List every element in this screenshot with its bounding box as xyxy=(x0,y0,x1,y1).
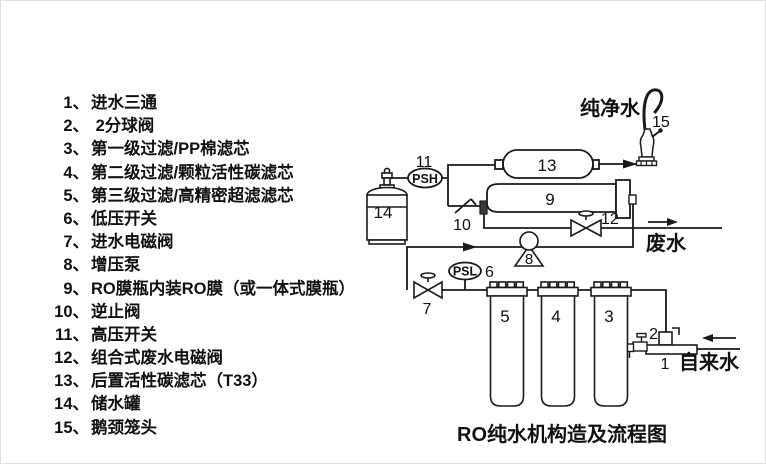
ro-membrane-housing xyxy=(479,179,637,219)
legend-item: 13、后置活性碳滤芯（T33） xyxy=(39,370,355,393)
legend-item-number: 1、 xyxy=(63,94,89,112)
legend-item: 10、逆止阀 xyxy=(39,301,355,324)
legend-item-text: RO膜瓶内装RO膜（或一体式膜瓶） xyxy=(91,279,355,298)
gooseneck-faucet-icon xyxy=(635,88,664,167)
tank-number: 14 xyxy=(374,203,393,222)
legend-item-text: 逆止阀 xyxy=(91,302,141,321)
inlet-valve-number: 7 xyxy=(423,301,432,318)
legend-item-text: 高压开关 xyxy=(91,325,157,344)
legend-item: 1、进水三通 xyxy=(39,92,355,115)
filter-stage-3-housing xyxy=(486,281,528,407)
booster-pump-icon xyxy=(513,231,545,267)
legend-item-text: 储水罐 xyxy=(91,395,141,414)
legend-item-text: 进水电磁阀 xyxy=(91,233,174,252)
legend-list: 1、进水三通 2、 2分球阀 3、第一级过滤/PP棉滤芯 4、第二级过滤/颗粒活… xyxy=(39,92,355,440)
low-pressure-switch: PSL xyxy=(448,261,482,281)
pure-water-label: 纯净水 xyxy=(580,96,641,120)
legend-item: 9、RO膜瓶内装RO膜（或一体式膜瓶） xyxy=(39,278,355,301)
high-pressure-switch: PSH xyxy=(407,167,443,189)
legend-item-text: 第二级过滤/颗粒活性碳滤芯 xyxy=(91,163,294,182)
tap-flow-arrow-icon xyxy=(702,334,736,342)
flow-arrows xyxy=(463,159,736,342)
legend-item-number: 7、 xyxy=(63,233,89,252)
legend-item: 4、第二级过滤/颗粒活性碳滤芯 xyxy=(39,162,355,185)
legend-item-text: 2分球阀 xyxy=(91,117,155,136)
legend-item-text: 进水三通 xyxy=(91,94,157,112)
legend-item-number: 6、 xyxy=(63,209,89,228)
ro-membrane-number: 9 xyxy=(545,190,554,209)
legend-item: 8、增压泵 xyxy=(39,254,355,277)
legend-item: 12、组合式废水电磁阀 xyxy=(39,347,355,370)
legend-item-number: 9、 xyxy=(63,279,89,298)
filter-stage-1-housing xyxy=(590,281,632,407)
legend-item: 6、低压开关 xyxy=(39,208,355,231)
legend-item-text: 组合式废水电磁阀 xyxy=(91,349,223,368)
legend-item-number: 3、 xyxy=(63,140,89,159)
filter-4-number: 4 xyxy=(551,307,560,326)
ball-valve-number: 2 xyxy=(649,326,658,343)
legend-item-number: 12、 xyxy=(54,349,89,368)
faucet-number: 15 xyxy=(652,114,670,131)
legend-item: 5、第三级过滤/高精密超滤滤芯 xyxy=(39,185,355,208)
psh-label: PSH xyxy=(412,172,438,186)
legend-item-number: 15、 xyxy=(54,418,89,437)
legend-item: 7、进水电磁阀 xyxy=(39,231,355,254)
filter-3-number: 3 xyxy=(604,307,613,326)
storage-tank xyxy=(366,167,408,245)
post-carbon-filter xyxy=(494,149,600,179)
pump-number: 8 xyxy=(525,251,533,268)
waste-valve-icon xyxy=(570,210,602,238)
check-valve-icon xyxy=(454,198,477,214)
check-valve-number: 10 xyxy=(453,217,471,234)
flow-arrow-right-icon xyxy=(463,242,477,252)
legend-item-number: 11、 xyxy=(55,325,89,344)
tap-icon xyxy=(626,332,648,358)
legend-item-text: 第三级过滤/高精密超滤滤芯 xyxy=(91,186,294,205)
ball-valve-icon xyxy=(658,327,680,346)
legend-item-number: 2、 xyxy=(63,117,89,136)
legend-item-text: 鹅颈笼头 xyxy=(91,418,157,437)
psl-number: 6 xyxy=(485,264,494,281)
waste-flow-arrow-icon xyxy=(648,218,678,226)
legend-item-text: 增压泵 xyxy=(91,256,141,275)
psl-label: PSL xyxy=(453,265,478,279)
legend-item-number: 10、 xyxy=(54,302,89,321)
tap-water-label: 自来水 xyxy=(679,350,740,374)
waste-valve-number: 12 xyxy=(601,211,619,228)
flow-arrow-right-icon xyxy=(623,159,637,169)
filter-stage-2-housing xyxy=(537,281,579,407)
legend-item: 14、储水罐 xyxy=(39,393,355,416)
inlet-solenoid-valve-icon xyxy=(413,272,443,300)
legend-item-number: 13、 xyxy=(54,372,89,391)
legend-item: 15、鹅颈笼头 xyxy=(39,417,355,440)
legend-item-number: 5、 xyxy=(63,186,89,205)
legend-item-number: 4、 xyxy=(63,163,89,182)
legend-item-text: 低压开关 xyxy=(91,209,157,228)
legend-item: 3、第一级过滤/PP棉滤芯 xyxy=(39,138,355,161)
legend-item: 11、高压开关 xyxy=(39,324,355,347)
diagram-caption: RO纯水机构造及流程图 xyxy=(457,422,667,446)
legend-item-number: 8、 xyxy=(63,256,89,275)
legend-item-text: 第一级过滤/PP棉滤芯 xyxy=(91,140,250,159)
inlet-tee-number: 1 xyxy=(661,356,670,373)
post-carbon-number: 13 xyxy=(538,156,557,175)
legend-item-number: 14、 xyxy=(54,395,89,414)
waste-water-label: 废水 xyxy=(646,231,687,255)
psh-number: 11 xyxy=(416,154,433,171)
filter-5-number: 5 xyxy=(500,307,509,326)
legend-item-text: 后置活性碳滤芯（T33） xyxy=(91,372,268,391)
legend-item: 2、 2分球阀 xyxy=(39,115,355,138)
